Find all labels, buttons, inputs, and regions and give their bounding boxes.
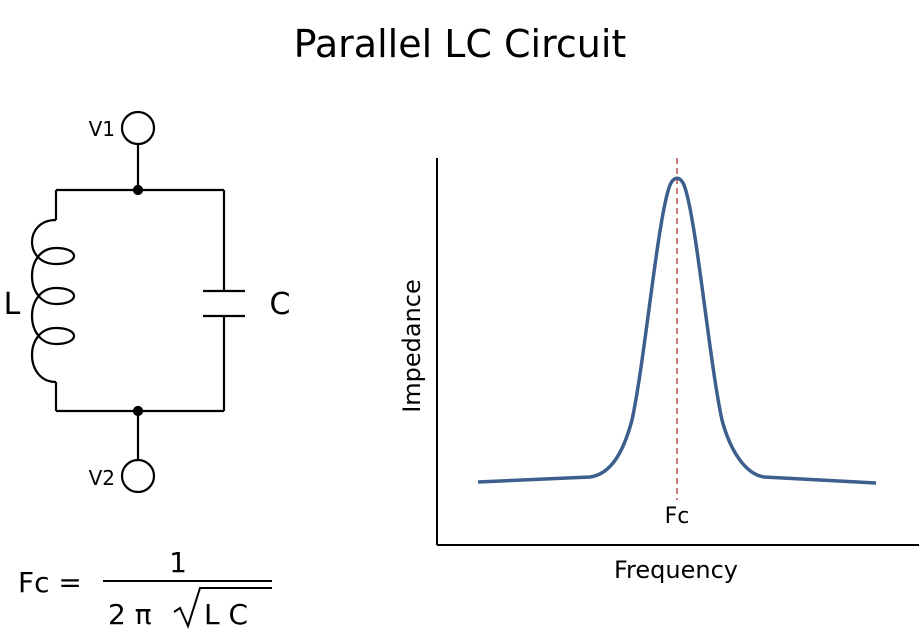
terminal-v2 [120,458,156,494]
terminal-v2-label: V2 [89,466,115,490]
inductor-coil [31,218,76,384]
terminal-v1-label: V1 [89,117,115,141]
x-axis-label: Frequency [614,556,738,584]
formula-denominator-prefix: 2 π [108,598,152,631]
impedance-curve [477,176,877,485]
inductor-label: L [4,287,21,322]
page-title: Parallel LC Circuit [293,22,627,66]
formula-radicand: L C [204,598,248,631]
lc-circuit [31,110,245,494]
formula-numerator: 1 [169,546,187,579]
terminal-v1 [120,110,156,146]
sqrt-symbol [173,587,272,629]
resonance-formula: Fc = 1 2 π L C [18,546,272,631]
formula-lhs: Fc = [18,566,82,599]
fc-marker-label: Fc [665,504,690,529]
impedance-chart: Fc Frequency Impedance [398,158,919,584]
y-axis-label: Impedance [398,279,426,413]
capacitor-label: C [270,287,291,322]
